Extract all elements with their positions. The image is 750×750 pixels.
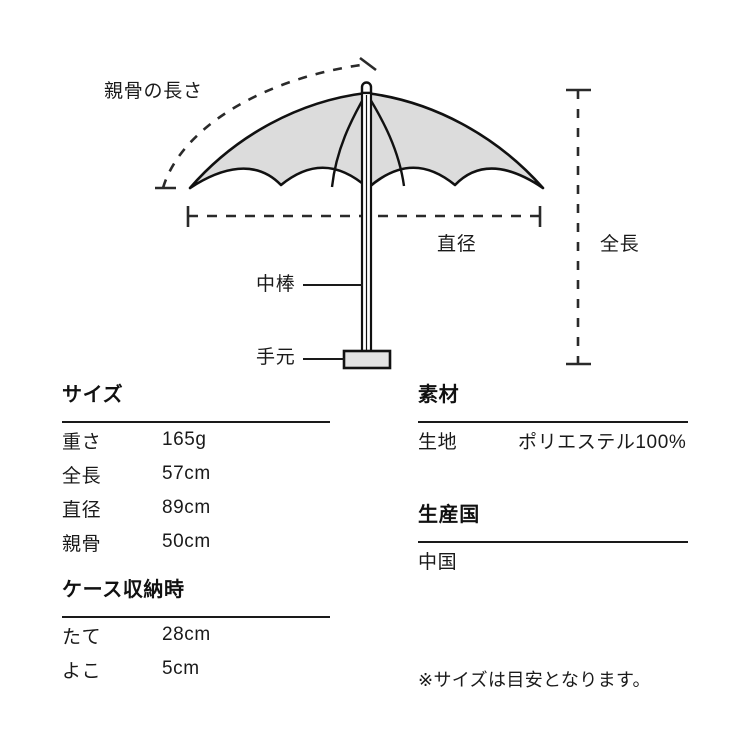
label-rib-length: 親骨の長さ	[104, 81, 203, 102]
spec-block-origin: 生産国 中国	[418, 505, 688, 577]
label-total-length: 全長	[600, 234, 640, 255]
section-rule-material	[418, 421, 688, 423]
section-title-size: サイズ	[62, 384, 124, 406]
table-row: 親骨 50cm	[62, 525, 330, 559]
spec-block-case: ケース収納時 たて 28cm よこ 5cm	[62, 580, 330, 686]
spec-table-material-body: 生地 ポリエステル100%	[418, 423, 688, 457]
table-row: 生地 ポリエステル100%	[418, 423, 688, 457]
size-disclaimer-note: ※サイズは目安となります。	[418, 670, 651, 690]
table-row: 中国	[418, 543, 688, 577]
label-shaft: 中棒	[256, 274, 296, 295]
spec-label: 重さ	[62, 431, 102, 453]
spec-label: 親骨	[62, 533, 102, 555]
spec-table-size-body: 重さ 165g 全長 57cm 直径 89cm 親骨 50cm	[62, 423, 330, 559]
section-title-material: 素材	[418, 384, 460, 406]
umbrella-finial	[360, 81, 373, 95]
spec-table-origin-body: 中国	[418, 543, 688, 577]
section-title-case: ケース収納時	[62, 579, 185, 601]
spec-value	[518, 543, 688, 577]
rib-length-guide	[155, 56, 377, 190]
spec-block-size: サイズ 重さ 165g 全長 57cm 直径 89cm 親骨 50cm	[62, 385, 330, 559]
table-row: 直径 89cm	[62, 491, 330, 525]
spec-value: 57cm	[162, 463, 211, 484]
table-row: 重さ 165g	[62, 423, 330, 457]
section-rule-case	[62, 616, 330, 618]
spec-label: 直径	[62, 499, 102, 521]
umbrella-illustration	[155, 56, 591, 370]
spec-block-material: 素材 生地 ポリエステル100%	[418, 385, 688, 457]
spec-label: たて	[62, 626, 102, 648]
label-diameter: 直径	[437, 234, 477, 255]
spec-value: 5cm	[162, 658, 200, 679]
spec-tables: サイズ 重さ 165g 全長 57cm 直径 89cm 親骨 50cm ケース収納時 たて 28…	[0, 385, 750, 750]
table-row: たて 28cm	[62, 618, 330, 652]
spec-table-size: 重さ 165g 全長 57cm 直径 89cm 親骨 50cm	[62, 423, 330, 559]
umbrella-handle	[342, 349, 392, 370]
total-length-guide	[566, 88, 591, 366]
spec-label: 生地	[418, 431, 458, 453]
label-handle: 手元	[256, 347, 296, 368]
spec-value: ポリエステル100%	[518, 431, 687, 453]
section-title-origin: 生産国	[418, 504, 480, 526]
spec-value: 165g	[162, 429, 207, 450]
section-rule-size	[62, 421, 330, 423]
spec-value: 50cm	[162, 531, 211, 552]
spec-label: 中国	[418, 551, 458, 573]
table-row: よこ 5cm	[62, 652, 330, 686]
table-row: 全長 57cm	[62, 457, 330, 491]
umbrella-shaft	[360, 91, 373, 357]
spec-table-case-body: たて 28cm よこ 5cm	[62, 618, 330, 686]
spec-table-case: たて 28cm よこ 5cm	[62, 618, 330, 686]
spec-table-material: 生地 ポリエステル100%	[418, 423, 688, 457]
umbrella-diagram: 親骨の長さ 直径 全長 中棒 手元	[104, 56, 640, 370]
spec-table-origin: 中国	[418, 543, 688, 577]
spec-label: 全長	[62, 465, 102, 487]
spec-value: 28cm	[162, 624, 211, 645]
spec-label: よこ	[62, 660, 102, 682]
spec-value: 89cm	[162, 497, 211, 518]
section-rule-origin	[418, 541, 688, 543]
